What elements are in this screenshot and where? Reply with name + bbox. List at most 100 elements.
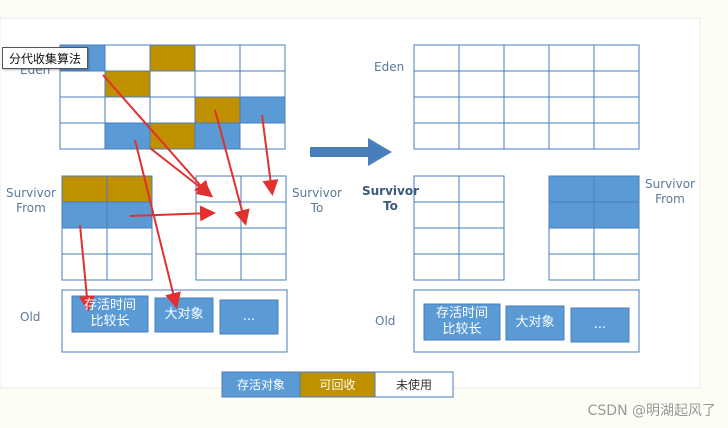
eden-right-cell	[548, 96, 595, 124]
eden-left-cell	[194, 70, 241, 98]
eden-left-cell	[59, 70, 106, 98]
old-left-large-object-box	[154, 297, 214, 333]
eden-right-cell	[593, 44, 640, 72]
transition-arrow	[310, 138, 392, 166]
legend-unused: 未使用	[395, 378, 432, 392]
eden-left-grid	[59, 44, 286, 150]
arrow-eden-to-survivor-2	[214, 109, 250, 226]
arrow-eden-to-survivor-1	[102, 74, 211, 197]
old-right-large-object-box	[505, 305, 565, 341]
survivor-from-right-cell	[548, 201, 595, 229]
survivor-from-right-cell	[593, 227, 640, 255]
eden-left-cell	[104, 70, 151, 98]
legend-alive-swatch	[221, 371, 301, 398]
move-arrows	[78, 74, 279, 312]
survivor-to-right-grid	[413, 175, 505, 281]
eden-right-cell	[413, 70, 460, 98]
eden-left-cell	[239, 70, 286, 98]
eden-right-cell	[503, 70, 550, 98]
survivor-from-left-cell	[106, 227, 153, 255]
eden-left-cell	[239, 122, 286, 150]
eden-left-cell	[149, 70, 196, 98]
label-survivor-to-right: Survivor To	[362, 184, 420, 213]
survivor-to-left-cell	[240, 227, 287, 255]
watermark: CSDN @明湖起风了	[587, 403, 716, 419]
survivor-from-left-cell	[61, 227, 108, 255]
survivor-from-right-grid	[548, 175, 640, 281]
survivor-to-left-cell	[195, 253, 242, 281]
survivor-to-right-cell	[413, 253, 460, 281]
label-survivor-from-right: Survivor From	[645, 177, 695, 206]
old-right-long-lived-box	[423, 303, 501, 341]
eden-left-cell	[149, 44, 196, 72]
eden-left-cell	[104, 44, 151, 72]
eden-right-cell	[548, 70, 595, 98]
label-old-right: Old	[375, 314, 396, 328]
survivor-from-right-cell	[548, 253, 595, 281]
eden-right-cell	[593, 96, 640, 124]
old-right-large-object-label: 大对象	[515, 315, 555, 330]
survivor-to-left-cell	[240, 175, 287, 203]
label-survivor-to-left: Survivor To	[292, 186, 342, 215]
survivor-to-right-cell	[458, 227, 505, 255]
label-old-left: Old	[20, 310, 41, 324]
survivor-to-right-cell	[413, 201, 460, 229]
eden-right-cell	[413, 122, 460, 150]
survivor-from-left-grid	[61, 175, 153, 281]
old-left-large-object-label: 大对象	[164, 307, 204, 322]
survivor-to-left-cell	[240, 253, 287, 281]
old-left-ellipsis-box	[219, 299, 279, 335]
survivor-to-right-cell	[458, 253, 505, 281]
survivor-to-left-cell	[195, 227, 242, 255]
eden-left-cell	[59, 122, 106, 150]
eden-left-cell	[194, 122, 241, 150]
survivor-to-left-cell	[195, 201, 242, 229]
arrow-eden-to-old	[134, 139, 181, 309]
eden-left-cell	[149, 96, 196, 124]
eden-right-cell	[503, 96, 550, 124]
survivor-to-right-cell	[413, 227, 460, 255]
survivor-to-right-cell	[413, 175, 460, 203]
eden-right-grid	[413, 44, 640, 150]
survivor-from-right-cell	[593, 201, 640, 229]
survivor-to-right-cell	[458, 201, 505, 229]
survivor-from-right-cell	[593, 175, 640, 203]
survivor-from-left-cell	[61, 201, 108, 229]
arrow-from-to-old	[78, 224, 95, 312]
old-left-ellipsis-label: ...	[242, 309, 256, 324]
eden-right-cell	[413, 44, 460, 72]
label-survivor-from-left: Survivor From	[6, 186, 56, 215]
label-eden-right: Eden	[374, 60, 405, 74]
eden-left-cell	[239, 44, 286, 72]
survivor-to-left-cell	[240, 201, 287, 229]
eden-left-cell	[104, 96, 151, 124]
eden-left-cell	[104, 122, 151, 150]
eden-right-cell	[548, 44, 595, 72]
legend-unused-swatch	[374, 371, 454, 398]
arrow-eden-to-survivor-4	[149, 147, 214, 198]
eden-right-cell	[593, 70, 640, 98]
survivor-from-right-cell	[593, 253, 640, 281]
survivor-from-right-cell	[548, 175, 595, 203]
eden-right-cell	[413, 96, 460, 124]
legend-collectable: 可回收	[319, 378, 356, 392]
survivor-to-right-cell	[458, 175, 505, 203]
eden-right-cell	[458, 122, 505, 150]
legend-collectable-swatch	[299, 371, 376, 398]
legend-alive: 存活对象	[236, 378, 285, 392]
arrow-eden-to-survivor-3	[261, 114, 279, 196]
arrow-from-to-to	[129, 205, 216, 222]
eden-left-cell	[194, 44, 241, 72]
eden-right-cell	[593, 122, 640, 150]
old-right-long-lived-label: 存活时间 比较长	[435, 306, 488, 337]
eden-right-cell	[458, 44, 505, 72]
eden-left-cell	[59, 96, 106, 124]
eden-right-cell	[458, 70, 505, 98]
survivor-from-right-cell	[548, 227, 595, 255]
eden-right-cell	[458, 96, 505, 124]
survivor-from-left-cell	[61, 175, 108, 203]
old-right-ellipsis-label: ...	[593, 317, 607, 332]
eden-right-cell	[503, 122, 550, 150]
tooltip: 分代收集算法	[2, 47, 88, 69]
